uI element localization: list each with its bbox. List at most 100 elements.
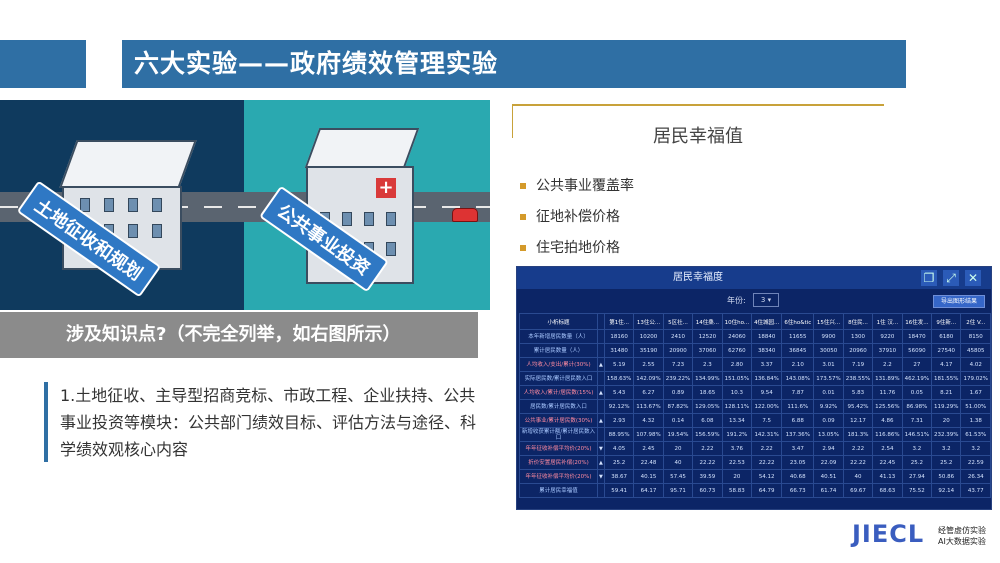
restore-icon[interactable]: ❐ [921,270,937,286]
table-cell: 25.2 [931,455,962,470]
table-cell: 30050 [813,343,844,358]
table-cell: 61.74 [813,483,844,498]
table-cell: 143.08% [781,371,815,386]
table-cell: 8.21 [931,385,962,400]
export-button[interactable]: 导出图形结果 [933,295,985,308]
table-cell: 38340 [751,343,783,358]
up-arrow-icon: ▲ [597,455,605,470]
table-cell: 40.68 [781,469,815,484]
table-cell: 20900 [662,343,694,358]
table-cell: 2.22 [842,441,874,456]
marker-cell [597,329,605,344]
window-icon [80,198,90,212]
table-cell: 2.22 [692,441,723,456]
panel-item: 征地补偿价格 [520,207,634,238]
table-cell: 137.36% [781,427,815,442]
table-cell: 6.88 [781,413,815,428]
table-cell: 2410 [662,329,694,344]
table-cell: 173.57% [813,371,844,386]
medical-cross-icon: + [376,178,396,198]
up-arrow-icon: ▲ [597,357,605,372]
table-cell: 92.14 [931,483,962,498]
table-cell: 23.05 [781,455,815,470]
table-cell: 4.86 [872,413,903,428]
panel-top-border [512,104,884,106]
row-label: 年年征收补偿平均价(20%) [519,469,598,484]
table-cell: 7.31 [901,413,933,428]
table-cell: 13.05% [813,427,844,442]
table-cell: 8150 [960,329,991,344]
table-cell: 0.05 [901,385,933,400]
table-cell: 22.22 [692,455,723,470]
panel-left-border [512,104,513,138]
table-cell: 2.22 [751,441,783,456]
table-cell: 75.52 [901,483,933,498]
table-cell: 0.14 [662,413,694,428]
title-accent-block [0,40,86,88]
table-cell: 18840 [751,329,783,344]
table-cell: 20 [931,413,962,428]
table-header-cell: 9住新... [931,313,962,330]
row-label: 人均收入/累计/居民数(15%) [519,385,598,400]
table-cell: 10200 [633,329,664,344]
table-cell: 3.2 [901,441,933,456]
table-cell: 191.2% [721,427,753,442]
table-cell: 136.84% [751,371,783,386]
table-cell: 38.67 [603,469,635,484]
window-icon [152,224,162,238]
year-select[interactable]: 3 ▾ [753,293,779,307]
table-cell: 51.00% [960,399,991,414]
table-header-cell: 16住发... [901,313,933,330]
table-cell: 27.94 [901,469,933,484]
table-cell: 6.27 [633,385,664,400]
year-label: 年份: [727,296,746,305]
table-cell: 19.54% [662,427,694,442]
logo-subtitle: 经管虚仿实验 AI大数据实验 [938,526,986,546]
window-icon [386,212,396,226]
table-cell: 50.86 [931,469,962,484]
table-cell: 158.63% [603,371,635,386]
table-cell: 146.51% [901,427,933,442]
table-cell: 6.08 [692,413,723,428]
panel-items: 公共事业覆盖率 征地补偿价格 住宅拍地价格 [520,176,634,269]
table-cell: 107.98% [633,427,664,442]
illustration: 土地征收和规划 + 公共事业投资 [0,100,490,310]
row-label: 折价安置居民补偿(20%) [519,455,598,470]
table-cell: 4.02 [960,357,991,372]
row-label: 年年征收补偿平均价(20%) [519,441,598,456]
table-cell: 22.09 [813,455,844,470]
down-arrow-icon: ▼ [597,441,605,456]
table-cell: 128.11% [721,399,753,414]
table-cell: 142.09% [633,371,664,386]
close-icon[interactable]: ✕ [965,270,981,286]
table-cell: 25.2 [603,455,635,470]
table-cell: 27540 [931,343,962,358]
table-cell: 20 [721,469,753,484]
table-cell: 131.89% [872,371,903,386]
table-cell: 20960 [842,343,874,358]
table-cell: 12.17 [842,413,874,428]
row-label: 公共事业/累计居民数(30%) [519,413,598,428]
expand-icon[interactable]: ⤢ [943,270,959,286]
row-label: 累计居民幸福值 [519,483,598,498]
table-cell: 12520 [692,329,723,344]
table-cell: 3.47 [781,441,815,456]
table-cell: 61.53% [960,427,991,442]
table-cell: 40 [662,455,694,470]
table-cell: 27 [901,357,933,372]
table-cell: 179.02% [960,371,991,386]
table-cell: 7.19 [842,357,874,372]
table-cell: 56090 [901,343,933,358]
row-label: 人均收入/支出/累计(30%) [519,357,598,372]
table-cell: 1.67 [960,385,991,400]
dashboard-title: 居民幸福度 [517,267,991,289]
table-cell: 40.51 [813,469,844,484]
table-cell: 40.15 [633,469,664,484]
